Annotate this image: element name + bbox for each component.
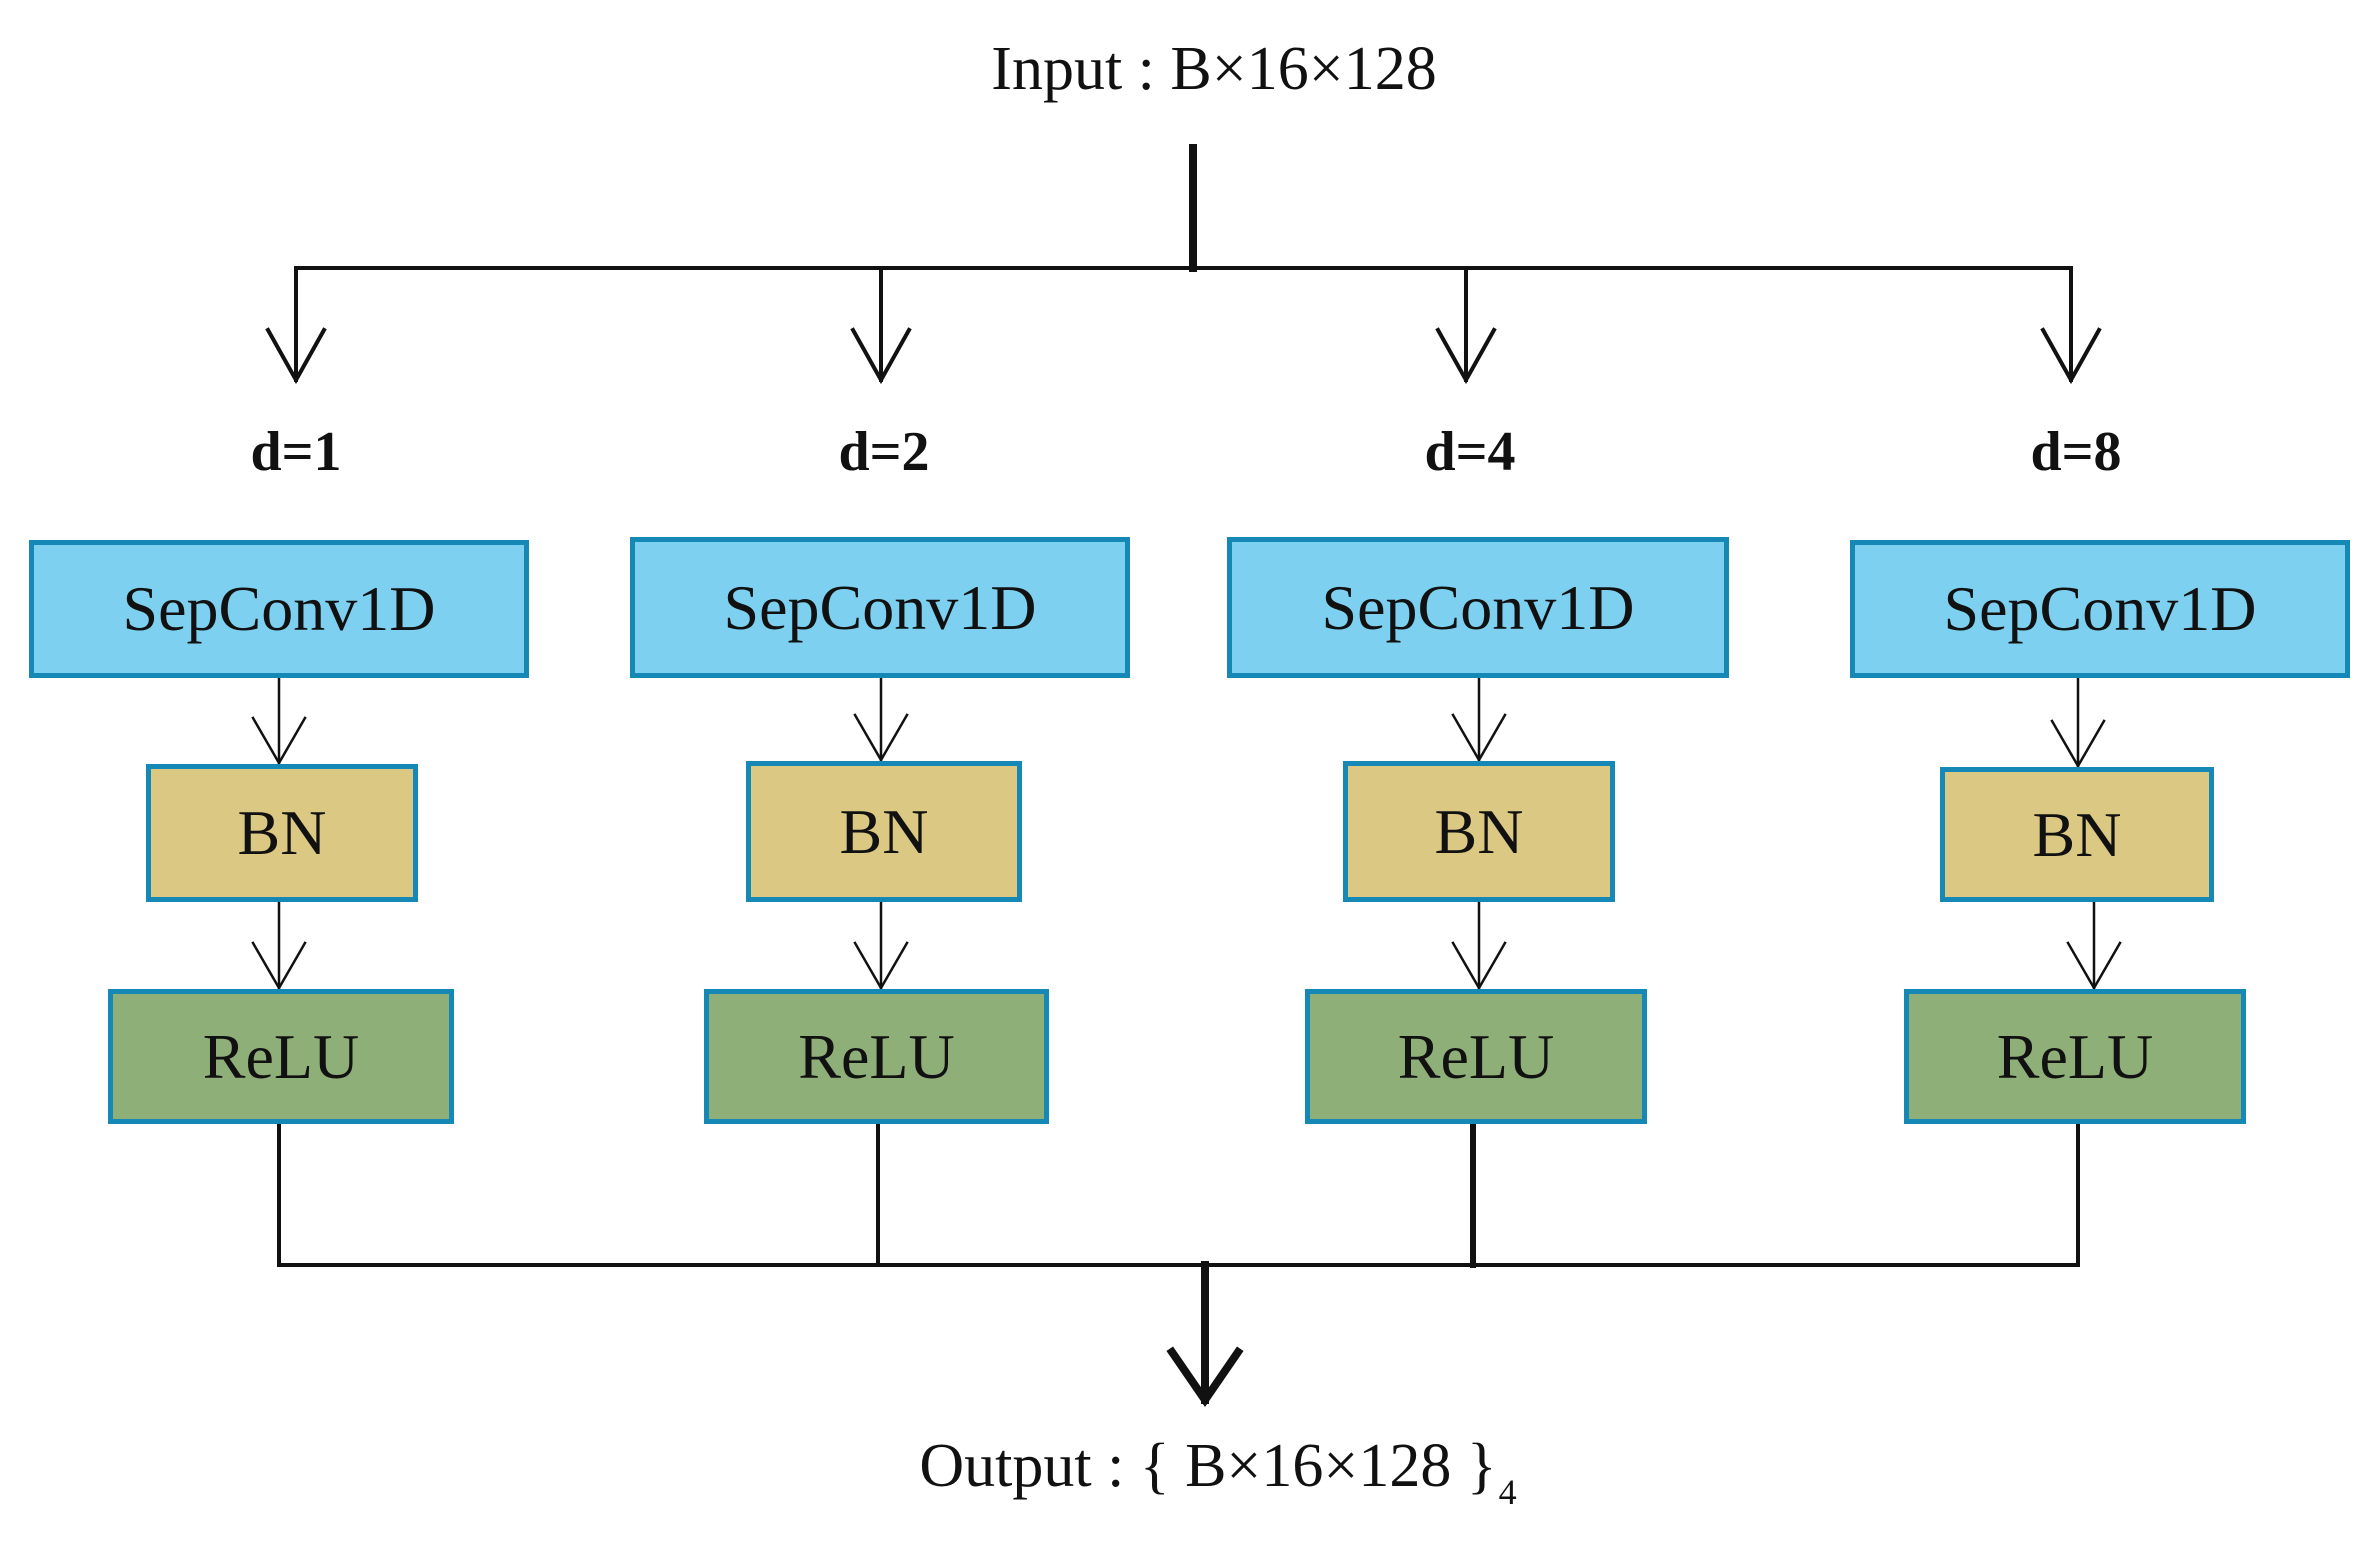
branch3-relu-block: ReLU: [1305, 989, 1647, 1124]
dilation-label-8: d=8: [2030, 421, 2122, 483]
branch4-relu-label: ReLU: [1996, 1020, 2154, 1092]
branch1-sepconv-label: SepConv1D: [122, 573, 436, 644]
branch4-relu-block: ReLU: [1904, 989, 2246, 1124]
branch4-sepconv-label: SepConv1D: [1943, 573, 2257, 644]
branch2-bn-label: BN: [839, 795, 929, 867]
branch3-bn-label: BN: [1434, 795, 1524, 867]
branch3-sepconv-label: SepConv1D: [1321, 571, 1635, 643]
branch1-relu-block: ReLU: [108, 989, 454, 1124]
branch2-sepconv-label: SepConv1D: [723, 571, 1037, 643]
branch1-arrowhead: [265, 327, 327, 385]
branch2-bn-block: BN: [746, 761, 1022, 902]
branch4-bn-label: BN: [2032, 798, 2122, 870]
dilation-label-1: d=1: [250, 421, 342, 483]
dilation-label-2: d=2: [838, 421, 930, 483]
branch3-bn-block: BN: [1343, 761, 1615, 902]
input-label: Input : B×16×128: [991, 35, 1437, 103]
output-label-text: Output : { B×16×128 }: [919, 1432, 1497, 1500]
branch1-bn-block: BN: [146, 764, 418, 902]
branch4-sepconv-block: SepConv1D: [1850, 540, 2350, 678]
branch1-sepconv-block: SepConv1D: [29, 540, 529, 678]
branch3-arrowhead: [1435, 327, 1497, 385]
branch1-bn-label: BN: [237, 797, 327, 868]
branch2-sepconv-block: SepConv1D: [630, 537, 1130, 678]
output-arrowhead: [1166, 1346, 1244, 1408]
branch4-bn-block: BN: [1940, 767, 2214, 902]
branch2-arrowhead: [850, 327, 912, 385]
branch2-relu-label: ReLU: [798, 1020, 955, 1092]
branch3-sepconv-block: SepConv1D: [1227, 537, 1729, 678]
output-subscript: 4: [1498, 1472, 1517, 1512]
output-label: Output : { B×16×128 }4: [919, 1432, 1516, 1510]
branch1-relu-label: ReLU: [202, 1020, 360, 1092]
branch2-relu-block: ReLU: [704, 989, 1049, 1124]
branch3-relu-label: ReLU: [1397, 1020, 1555, 1092]
dilation-label-4: d=4: [1424, 421, 1516, 483]
branch4-arrowhead: [2040, 327, 2102, 385]
